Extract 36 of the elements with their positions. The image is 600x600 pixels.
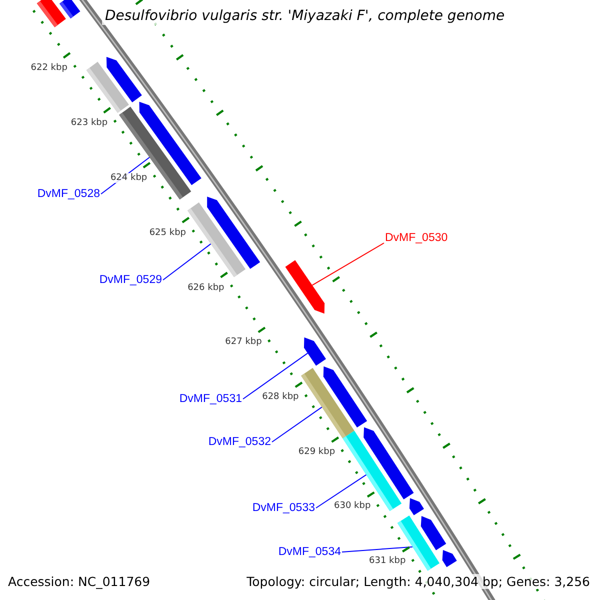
gene-label: DvMF_0533 [252, 501, 315, 515]
gene-label: DvMF_0532 [208, 435, 271, 449]
scale-label: 628 kbp [261, 392, 300, 402]
scale-label: 631 kbp [368, 556, 407, 566]
gene-label: DvMF_0531 [179, 392, 242, 406]
gene-label: DvMF_0528 [37, 187, 100, 201]
gene-feature-bar [86, 62, 129, 113]
gene-feature-bar [442, 550, 457, 568]
gene-feature-bar [207, 196, 260, 269]
gene-feature-bar [323, 366, 368, 428]
scale-label: 623 kbp [70, 118, 109, 128]
gene-feature-bar [285, 260, 325, 314]
scale-label: 626 kbp [186, 282, 226, 292]
scale-label: 629 kbp [297, 446, 336, 457]
leader-line [316, 474, 367, 508]
gene-feature-bar [409, 498, 424, 516]
scale-label: 630 kbp [333, 501, 372, 512]
scale-label: 622 kbp [30, 63, 68, 74]
gene-label: DvMF_0529 [99, 273, 162, 287]
gene-label: DvMF_0530 [385, 231, 448, 245]
gene-feature-bar [187, 202, 246, 278]
gene-feature-bar [304, 337, 326, 366]
scale-label: 624 kbp [109, 172, 148, 183]
accession-text: Accession: NC_011769 [6, 574, 152, 589]
genome-summary-text: Topology: circular; Length: 4,040,304 bp; Genes: 3,256 [244, 574, 592, 589]
scale-label: 627 kbp [224, 337, 263, 348]
gene-label: DvMF_0534 [278, 545, 341, 559]
gene-feature-bar [36, 0, 66, 28]
gene-feature-bar [106, 56, 142, 102]
leader-line [312, 242, 384, 286]
leader-line [342, 546, 414, 552]
leader-line [242, 352, 308, 400]
gene-feature-bar [364, 427, 414, 500]
leader-line [162, 243, 212, 280]
gene-feature-bar [420, 516, 446, 550]
scale-label: 625 kbp [148, 228, 188, 238]
